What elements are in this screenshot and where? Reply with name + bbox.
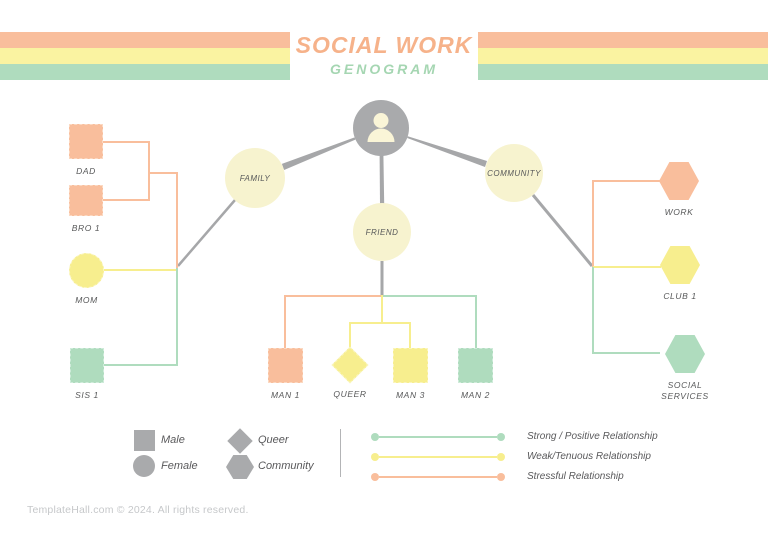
node-label: CLUB 1 — [663, 291, 697, 301]
legend-female-circle-icon — [133, 455, 155, 477]
community-hexagon-shape — [659, 162, 699, 200]
gray-branch-lines — [177, 194, 594, 296]
person-icon — [353, 100, 409, 156]
legend-weak-line — [371, 453, 505, 461]
stripe-green — [0, 64, 290, 80]
node-mom: MOM — [69, 253, 104, 305]
stripe-green — [478, 64, 768, 80]
hub-friend: FRIEND — [353, 203, 411, 261]
legend-male-square-icon — [134, 430, 155, 451]
hub-friend-label: FRIEND — [365, 227, 399, 237]
ego-spoke-lines — [281, 136, 487, 204]
node-club1: CLUB 1 — [660, 246, 700, 301]
header-stripes-left — [0, 32, 290, 80]
header-stripes-right — [478, 32, 768, 80]
node-man3: MAN 3 — [393, 348, 428, 400]
legend-male-label: Male — [161, 434, 185, 446]
ego-node — [353, 100, 409, 156]
legend-stressful-label: Stressful Relationship — [527, 471, 624, 482]
male-square-shape — [393, 348, 428, 383]
stripe-peach — [0, 32, 290, 48]
page-subtitle: GENOGRAM — [330, 61, 438, 77]
stripe-yellow — [478, 48, 768, 64]
node-man2: MAN 2 — [458, 348, 493, 400]
node-label: MAN 1 — [271, 390, 300, 400]
legend-queer-label: Queer — [258, 434, 289, 446]
legend-divider — [340, 429, 341, 477]
node-queer: QUEER — [331, 346, 369, 399]
node-label: WORK — [664, 207, 694, 217]
stripe-yellow — [0, 48, 290, 64]
family-group-lines — [103, 141, 178, 366]
male-square-shape — [69, 124, 103, 159]
legend-female-label: Female — [161, 460, 198, 472]
node-label: MAN 3 — [396, 390, 425, 400]
friend-group-lines — [284, 295, 477, 348]
node-label: SIS 1 — [75, 390, 99, 400]
node-work: WORK — [659, 162, 699, 217]
node-man1: MAN 1 — [268, 348, 303, 400]
male-square-shape — [69, 185, 103, 216]
male-square-shape — [70, 348, 104, 383]
node-label: SOCIAL SERVICES — [661, 380, 709, 401]
header-title-block: SOCIAL WORK GENOGRAM — [290, 28, 478, 84]
legend-stressful-line — [371, 473, 505, 481]
node-label: MOM — [75, 295, 98, 305]
node-label: DAD — [76, 166, 96, 176]
community-group-lines — [592, 180, 661, 354]
node-social-services: SOCIAL SERVICES — [659, 335, 711, 401]
community-hexagon-shape — [665, 335, 705, 373]
node-bro1: BRO 1 — [69, 185, 103, 233]
node-dad: DAD — [69, 124, 103, 176]
hub-family-label: FAMILY — [239, 173, 271, 183]
node-label: BRO 1 — [71, 223, 101, 233]
stripe-peach — [478, 32, 768, 48]
legend-weak-label: Weak/Tenuous Relationship — [527, 451, 651, 462]
female-circle-shape — [69, 253, 104, 288]
male-square-shape — [458, 348, 493, 383]
hub-community-label: COMMUNITY — [487, 168, 541, 178]
legend-strong-label: Strong / Positive Relationship — [527, 431, 658, 442]
hub-family: FAMILY — [225, 148, 285, 208]
hub-community: COMMUNITY — [485, 144, 543, 202]
queer-diamond-shape — [331, 346, 369, 384]
node-sis1: SIS 1 — [70, 348, 104, 400]
node-label: QUEER — [333, 389, 367, 399]
legend-community-label: Community — [258, 460, 314, 472]
legend-strong-line — [371, 433, 505, 441]
community-hexagon-shape — [660, 246, 700, 284]
page-title: SOCIAL WORK — [295, 32, 473, 58]
copyright-text: TemplateHall.com © 2024. All rights rese… — [27, 504, 249, 516]
node-label: MAN 2 — [461, 390, 490, 400]
male-square-shape — [268, 348, 303, 383]
